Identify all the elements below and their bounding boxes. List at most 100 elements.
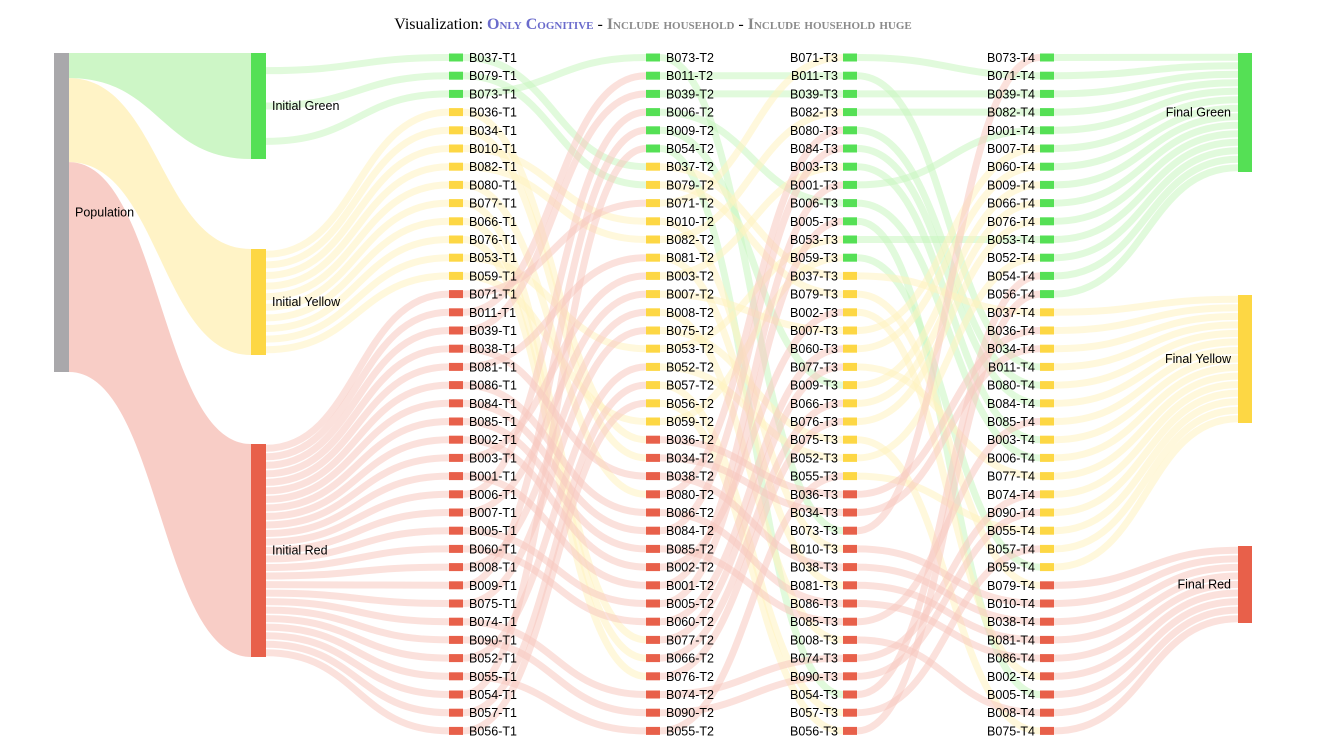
person-node-marker [449,199,463,208]
option-only-cognitive[interactable]: Only Cognitive [487,16,594,33]
link-initial-red [265,509,450,554]
person-node-marker [646,144,660,153]
person-node-label: B073-T1 [469,87,517,101]
link-transition [856,145,1041,334]
link-transition [856,581,1041,644]
person-node: B037-T1 [449,51,517,65]
person-node-marker [843,53,857,62]
link-initial-red [265,490,450,546]
link-final-yellow [1053,389,1239,516]
option-include-household-huge[interactable]: Include household huge [747,16,912,33]
person-node: B056-T4 [987,288,1054,302]
person-node: B080-T2 [646,488,714,502]
person-node-marker [843,180,857,189]
person-node-marker [449,417,463,426]
link-transition [659,236,844,353]
person-node-marker [646,381,660,390]
person-node-label: B090-T1 [469,633,517,647]
person-node: B074-T2 [646,688,714,702]
link-transition [659,418,844,680]
link-transition [659,163,844,280]
link-transition [659,308,844,571]
person-node: B002-T1 [449,433,517,447]
person-node-marker [449,53,463,62]
link-initial-yellow [265,199,450,311]
person-node-marker [646,399,660,408]
link-transition [856,217,1041,425]
person-node-label: B057-T1 [469,706,517,720]
link-final-yellow [1053,406,1239,553]
person-node: B001-T1 [449,470,517,484]
person-node-marker [646,253,660,262]
person-node: B079-T1 [449,69,517,83]
person-node-marker [843,362,857,371]
person-node: B071-T3 [790,51,857,65]
person-node-label: B006-T1 [469,488,517,502]
person-node-label: B008-T2 [666,306,714,320]
person-node-label: B081-T3 [790,579,838,593]
person-node-marker [646,453,660,462]
person-node: B076-T2 [646,670,714,684]
link-final-yellow [1053,415,1239,571]
person-node-label: B052-T1 [469,652,517,666]
link-final-green [1053,164,1239,298]
person-node-label: B082-T1 [469,160,517,174]
person-node: B084-T3 [790,142,857,156]
person-node-label: B037-T2 [666,160,714,174]
person-node: B057-T1 [449,706,517,720]
person-node: B003-T1 [449,451,517,465]
person-node-marker [449,490,463,499]
person-node-marker [1040,726,1054,735]
link-transition [856,272,1041,698]
link-transition [856,436,1041,735]
person-node-label: B086-T1 [469,379,517,393]
person-node-marker [1040,144,1054,153]
person-node-marker [1040,490,1054,499]
person-node: B006-T4 [987,451,1054,465]
person-node: B005-T4 [987,688,1054,702]
person-node-label: B086-T4 [987,652,1035,666]
person-node-label: B007-T2 [666,288,714,302]
link-initial-green [265,90,450,145]
link-transition [659,363,844,644]
visualization-selector: Visualization: Only Cognitive - Include … [0,16,1306,34]
person-node: B003-T4 [987,433,1054,447]
person-node: B073-T4 [987,51,1054,65]
initial-red-label: Initial Red [272,544,328,558]
link-transition [462,72,647,316]
link-final-green [1053,70,1239,98]
person-node: B090-T4 [987,506,1054,520]
person-node-label: B090-T4 [987,506,1035,520]
person-node-label: B084-T4 [987,397,1035,411]
person-node: B039-T3 [790,87,857,101]
person-node-label: B076-T2 [666,670,714,684]
final-yellow-node [1238,295,1252,423]
person-node-label: B011-T4 [988,360,1035,374]
person-node-marker [843,126,857,135]
link-transition [462,363,647,662]
person-node: B053-T1 [449,251,517,265]
person-node-marker [646,89,660,98]
link-transition [856,163,1041,353]
person-node-label: B011-T2 [666,69,713,83]
person-node-marker [646,162,660,171]
link-initial-red [265,545,450,572]
link-final-green [1053,147,1239,262]
person-node-marker [449,726,463,735]
person-node-label: B080-T1 [469,178,517,192]
person-node: B075-T1 [449,597,517,611]
link-initial-red [265,399,450,503]
option-include-household[interactable]: Include household [606,16,735,33]
person-node-label: B001-T3 [790,178,838,192]
person-node: B073-T2 [646,51,714,65]
person-node: B038-T3 [790,561,857,575]
person-node-marker [1040,308,1054,317]
person-node-marker [449,708,463,717]
link-transition [659,436,844,498]
person-node-marker [646,490,660,499]
person-node-label: B052-T3 [790,451,838,465]
link-transition [856,217,1041,698]
link-transition [462,181,647,498]
person-node-label: B010-T2 [666,215,714,229]
person-node-marker [1040,453,1054,462]
